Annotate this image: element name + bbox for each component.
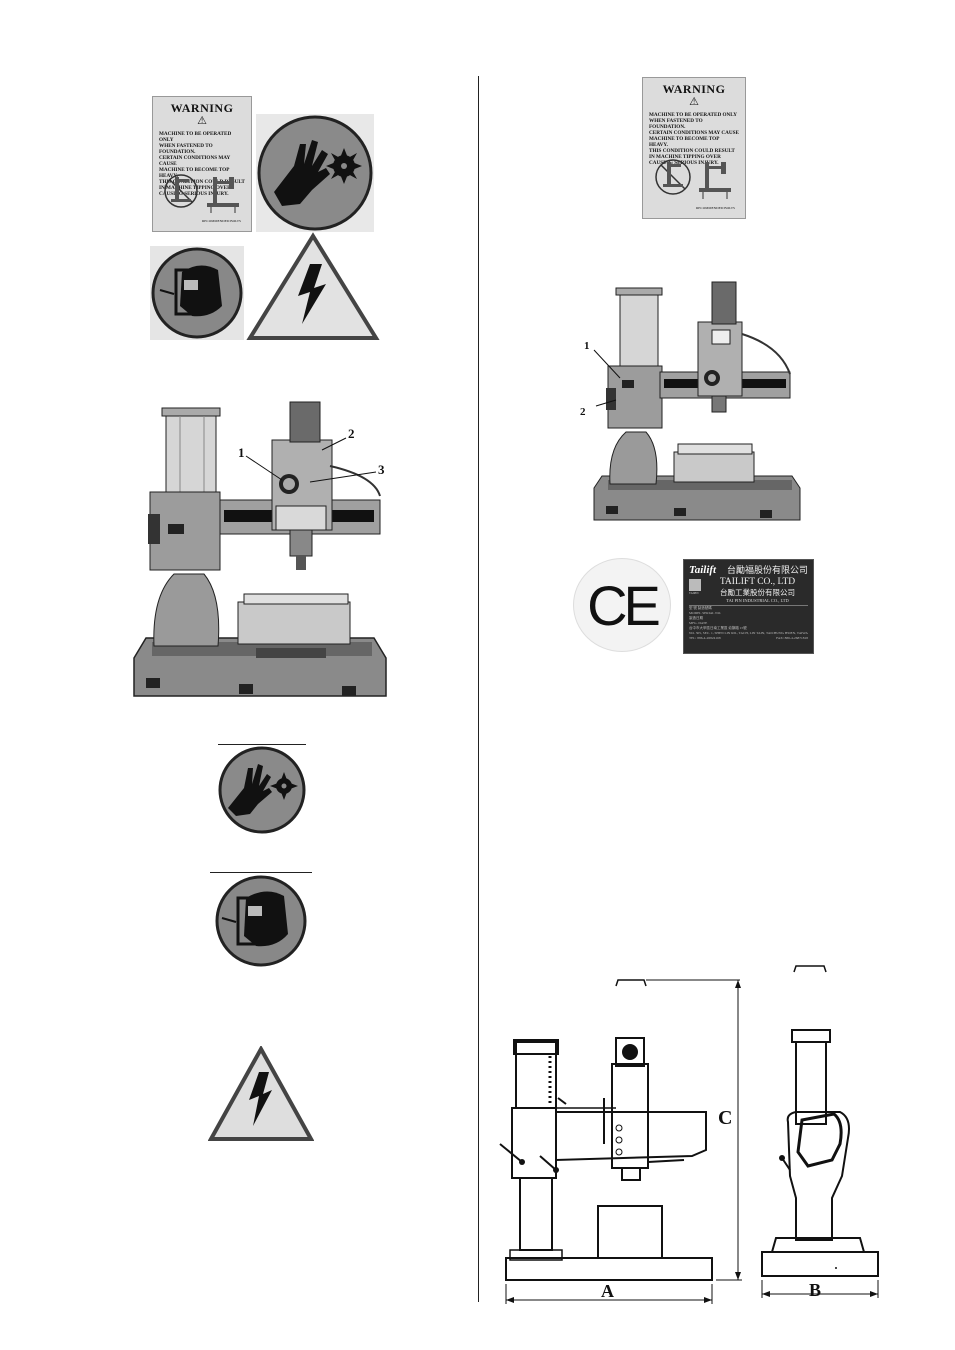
warning-footer: RECOMMENDED BOLTS — [695, 206, 735, 210]
nameplate-logo: Tailift — [689, 563, 717, 576]
dimension-drawing-front — [499, 979, 742, 1304]
warning-symbol: ⚠ — [689, 96, 699, 108]
tipping-machine-icon — [164, 174, 239, 213]
ce-mark: CE — [574, 559, 670, 651]
callout-leaders-left — [245, 437, 377, 483]
warning-label-left: WARNING ⚠ MACHINE TO BE OPERATED ONLY WH… — [152, 96, 252, 232]
warning-label-right: WARNING ⚠ MACHINE TO BE OPERATED ONLY WH… — [642, 77, 746, 219]
callout-right-2: 2 — [580, 406, 586, 418]
warning-footer: RECOMMENDED BOLTS — [201, 219, 241, 223]
nameplate-tel: TEL: 886-4-26824168 — [689, 636, 721, 640]
nameplate-row1: 型 號 製造號碼 — [689, 606, 712, 610]
nameplate-row2: 製造日期 — [689, 616, 703, 620]
hand-gear-hazard-icon — [218, 746, 306, 834]
callout-left-3: 3 — [378, 462, 385, 477]
electric-hazard-icon — [246, 232, 380, 340]
nameplate-address-cn: 台中市大甲區日南工業區 幼獅路 15號 — [689, 626, 747, 630]
warning-line: WHEN FASTENED TO FOUNDATION. — [159, 143, 213, 155]
warning-line: MACHINE TO BECOME TOP HEAVY. — [159, 167, 230, 179]
radial-drill-machine-right — [593, 281, 801, 521]
warning-line: MACHINE TO BE OPERATED ONLY — [159, 131, 232, 143]
electric-hazard-icon — [208, 1046, 314, 1141]
nameplate-industrial-en: TAI PIN INDUSTRIAL CO., LTD — [726, 598, 789, 603]
warning-line: THIS CONDITION COULD RESULT — [159, 179, 245, 185]
hand-gear-hazard-icon — [256, 114, 374, 232]
separator-line — [210, 872, 312, 873]
warning-line: MACHINE TO BECOME TOP HEAVY. — [649, 136, 720, 148]
warning-title: WARNING — [662, 82, 726, 96]
warning-line: IN MACHINE TIPPING OVER — [649, 154, 721, 160]
dimension-label-c: C — [718, 1107, 733, 1129]
nameplate-address-en: NO. 305, SEC. 1, SHEN LIN RD., TACH, LIN… — [689, 631, 808, 635]
warning-line: CAUSING SERIOUS INJURY. — [159, 191, 229, 197]
ce-mark-text: CE — [587, 573, 661, 637]
dimension-drawing-side — [761, 965, 879, 1298]
column-divider — [478, 76, 479, 1302]
nameplate-side: TAIPIN — [689, 577, 703, 595]
dimension-label-a: A — [601, 1281, 614, 1301]
warning-line: CERTAIN CONDITIONS MAY CAUSE — [649, 130, 739, 136]
dimension-label-b: B — [809, 1280, 822, 1300]
face-shield-icon — [215, 875, 307, 967]
nameplate-company-en: TAILIFT CO., LTD — [719, 577, 796, 587]
separator-line — [218, 744, 306, 745]
radial-drill-machine-left — [133, 401, 387, 697]
warning-line: CERTAIN CONDITIONS MAY CAUSE — [159, 155, 231, 167]
nameplate-fax: FAX: 886-4-26871818 — [776, 636, 808, 640]
nameplate-row1-en: MODEL SERIAL NO. — [689, 611, 722, 615]
face-shield-icon — [150, 246, 244, 340]
manufacturer-nameplate: Tailift 台勵福股份有限公司 TAIPIN TAILIFT CO., LT… — [683, 559, 814, 654]
tipping-machine-icon — [655, 159, 731, 199]
callout-left-2: 2 — [348, 426, 355, 441]
nameplate-row2-en: MFG. DATE — [689, 621, 708, 625]
warning-text: MACHINE TO BE OPERATED ONLY WHEN FASTENE… — [159, 131, 245, 197]
warning-line: MACHINE TO BE OPERATED ONLY — [649, 112, 738, 118]
nameplate-company-cn: 台勵福股份有限公司 — [726, 565, 808, 575]
nameplate-industrial-cn: 台勵工業股份有限公司 — [720, 588, 795, 597]
warning-line: THIS CONDITION COULD RESULT — [649, 148, 735, 154]
callout-right-1: 1 — [584, 340, 590, 352]
callout-leaders-right — [593, 349, 621, 407]
callout-left-1: 1 — [238, 445, 245, 460]
warning-symbol: ⚠ — [197, 115, 207, 127]
warning-title: WARNING — [170, 101, 234, 115]
warning-line: WHEN FASTENED TO FOUNDATION. — [649, 118, 703, 130]
warning-line: IN MACHINE TIPPING OVER — [159, 185, 231, 191]
nameplate-side-word: TAIPIN — [689, 591, 699, 595]
